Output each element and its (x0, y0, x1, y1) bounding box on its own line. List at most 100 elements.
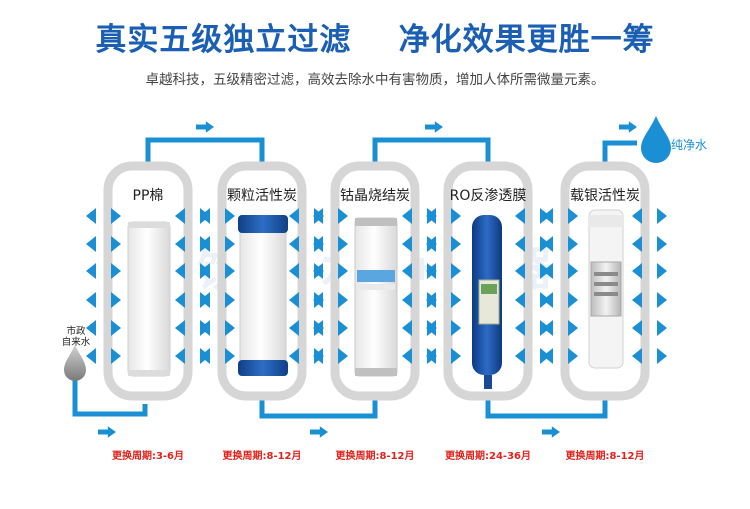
radiating-arrow-icon (632, 263, 642, 279)
replacement-cycle-ro: 更换周期:24-36月 (445, 451, 531, 462)
radiating-arrow-icon (402, 320, 412, 336)
radiating-arrow-icon (426, 263, 436, 279)
radiating-arrow-icon (657, 348, 667, 364)
tap-water-drop-icon (64, 345, 86, 381)
pp-cotton-cartridge (127, 221, 171, 377)
radiating-arrow-icon (515, 263, 525, 279)
radiating-arrow-icon (515, 292, 525, 308)
radiating-arrow-icon (175, 263, 185, 279)
radiating-arrow-icon (225, 348, 235, 364)
radiating-arrow-icon (225, 320, 235, 336)
radiating-arrow-icon (515, 348, 525, 364)
radiating-arrow-icon (543, 236, 553, 252)
radiating-arrow-icon (338, 348, 348, 364)
radiating-arrow-icon (338, 263, 348, 279)
radiating-arrow-icon (657, 236, 667, 252)
radiating-arrow-icon (543, 263, 553, 279)
flow-pipes (72, 137, 637, 419)
radiating-arrow-icon (86, 348, 96, 364)
sintered-carbon-cartridge (354, 217, 398, 377)
inlet-label-line2: 自来水 (61, 337, 91, 348)
replacement-cycle-sintered: 更换周期:8-12月 (335, 451, 415, 462)
radiating-arrow-icon (175, 292, 185, 308)
radiating-arrow-icon (657, 292, 667, 308)
radiating-arrow-icon (338, 236, 348, 252)
radiating-arrow-icon (451, 236, 461, 252)
flow-arrow-icon (619, 121, 637, 133)
radiating-arrow-icon (289, 292, 299, 308)
radiating-arrow-icon (657, 208, 667, 224)
pure-water-drop-icon (641, 116, 671, 163)
radiating-arrow-icon (225, 292, 235, 308)
radiating-arrow-icon (426, 320, 436, 336)
replacement-cycle-pp: 更换周期:3-6月 (111, 451, 185, 462)
flow-arrow-icon (196, 121, 214, 133)
tagline: 卓越科技，五级精密过滤，高效去除水中有害物质，增加人体所需微量元素。 (145, 72, 605, 88)
flow-arrow-icon (98, 426, 116, 438)
radiating-arrow-icon (568, 348, 578, 364)
radiating-arrow-icon (451, 320, 461, 336)
radiating-arrow-icon (568, 320, 578, 336)
replacement-cycle-gac: 更换周期:8-12月 (222, 451, 302, 462)
radiating-arrow-icon (402, 236, 412, 252)
filter-name-gac: 颗粒活性炭 (227, 188, 297, 204)
radiating-arrow-icon (543, 292, 553, 308)
radiating-arrow-icon (632, 208, 642, 224)
radiating-arrow-icon (568, 236, 578, 252)
radiating-arrow-icon (86, 292, 96, 308)
radiating-arrow-icon (289, 348, 299, 364)
radiating-arrow-icon (111, 236, 121, 252)
radiating-arrow-icon (426, 208, 436, 224)
filter-name-sintered: 钴晶烧结炭 (340, 188, 410, 204)
radiating-arrow-icon (402, 263, 412, 279)
radiating-arrow-icon (451, 208, 461, 224)
radiating-arrow-icon (568, 292, 578, 308)
radiating-arrow-icon (111, 348, 121, 364)
radiating-arrow-icon (313, 348, 323, 364)
radiating-arrow-icon (175, 348, 185, 364)
radiating-arrow-icon (543, 348, 553, 364)
radiating-arrow-icon (111, 320, 121, 336)
filter-name-pp: PP棉 (132, 188, 164, 204)
radiating-arrow-icon (313, 320, 323, 336)
page-title: 真实五级独立过滤 净化效果更胜一筹 (95, 22, 655, 58)
radiating-arrow-icon (451, 348, 461, 364)
radiating-arrow-icon (426, 348, 436, 364)
radiating-arrow-icon (289, 236, 299, 252)
radiating-arrow-icon (426, 292, 436, 308)
radiating-arrow-icon (543, 320, 553, 336)
radiating-arrow-icon (175, 236, 185, 252)
filter-name-silver: 载银活性炭 (570, 188, 640, 204)
radiating-arrow-icon (402, 208, 412, 224)
radiating-arrow-icon (313, 263, 323, 279)
radiating-arrow-icon (86, 320, 96, 336)
filter-name-ro: RO反渗透膜 (449, 188, 527, 204)
radiating-arrow-icon (632, 320, 642, 336)
inlet-label: 市政 自来水 (56, 326, 96, 348)
radiating-arrow-icon (515, 208, 525, 224)
silver-carbon-cartridge (588, 209, 624, 369)
radiating-arrow-icon (289, 208, 299, 224)
radiating-arrow-icon (86, 263, 96, 279)
replacement-cycle-silver: 更换周期:8-12月 (565, 451, 645, 462)
radiating-arrow-icon (402, 348, 412, 364)
radiating-arrow-icon (111, 208, 121, 224)
radiating-arrow-icon (451, 263, 461, 279)
radiating-arrow-icon (338, 208, 348, 224)
radiating-arrow-icon (426, 236, 436, 252)
radiating-arrow-icon (289, 263, 299, 279)
radiating-arrow-icon (225, 236, 235, 252)
radiating-arrow-icon (338, 320, 348, 336)
radiating-arrows (86, 208, 667, 364)
radiating-arrow-icon (200, 208, 210, 224)
radiating-arrow-icon (111, 292, 121, 308)
radiating-arrow-icon (657, 263, 667, 279)
radiating-arrow-icon (568, 208, 578, 224)
radiating-arrow-icon (313, 236, 323, 252)
radiating-arrow-icon (657, 320, 667, 336)
radiating-arrow-icon (200, 320, 210, 336)
radiating-arrow-icon (515, 320, 525, 336)
radiating-arrow-icon (632, 348, 642, 364)
radiating-arrow-icon (632, 292, 642, 308)
